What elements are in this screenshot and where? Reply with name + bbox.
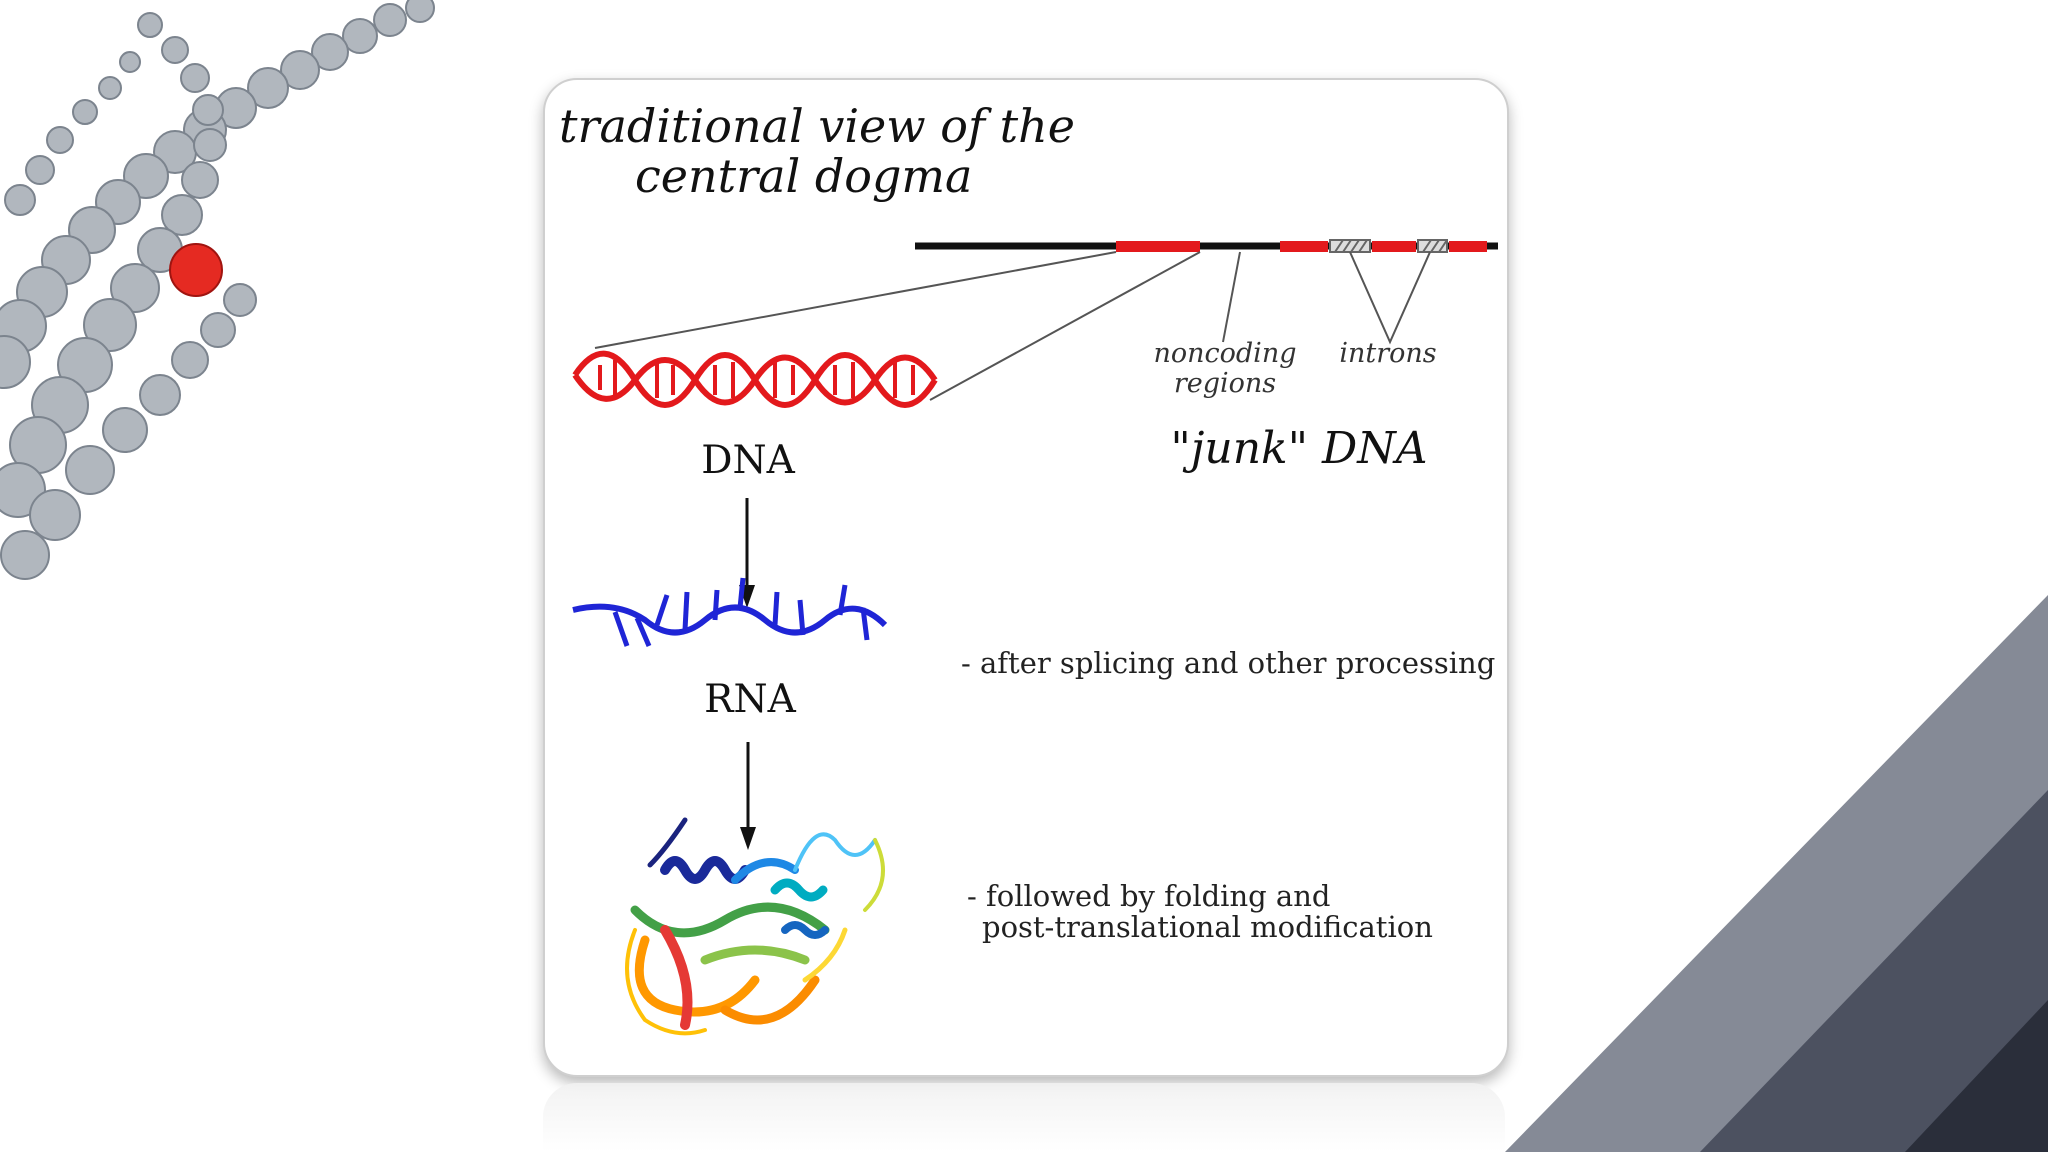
- diagram-title-line1: traditional view of the: [559, 99, 1075, 153]
- exon-segment: [1116, 241, 1200, 252]
- arrow-head: [740, 827, 756, 850]
- protein-ribbon-icon: [625, 817, 885, 1036]
- rna-strand-icon: [572, 577, 888, 647]
- label-introns: introns: [1339, 338, 1436, 369]
- gene-bar: [915, 239, 1498, 253]
- note-protein-line1: - followed by folding and: [967, 879, 1330, 913]
- noncoding-pointer: [1222, 251, 1241, 343]
- zoom-line: [929, 251, 1201, 401]
- introns-pointer: [1349, 251, 1431, 345]
- zoom-line: [594, 251, 1117, 349]
- exon-segment: [1449, 241, 1487, 252]
- note-protein-line2: post-translational modification: [982, 910, 1433, 944]
- background-wedge-mid: [1700, 790, 2048, 1152]
- label-noncoding-line1: noncoding: [1153, 338, 1296, 369]
- exon-segment: [1372, 241, 1416, 252]
- central-dogma-diagram: traditional view of the central dogma: [559, 99, 1498, 1036]
- label-dna: DNA: [701, 438, 795, 483]
- background-wedge-dark: [1905, 1000, 2048, 1152]
- diagram-card: traditional view of the central dogma: [543, 78, 1509, 1077]
- dna-helix-decoration: [0, 0, 435, 580]
- note-rna-processing: - after splicing and other processing: [961, 646, 1495, 680]
- label-rna: RNA: [704, 677, 796, 722]
- label-junk-dna: "junk" DNA: [1171, 423, 1428, 474]
- label-noncoding-line2: regions: [1174, 368, 1276, 399]
- exon-segment: [1280, 241, 1328, 252]
- red-nucleotide-sphere: [169, 243, 223, 297]
- card-reflection: [543, 1083, 1505, 1152]
- dna-double-helix-icon: [572, 350, 938, 408]
- diagram-title-line2: central dogma: [635, 149, 972, 203]
